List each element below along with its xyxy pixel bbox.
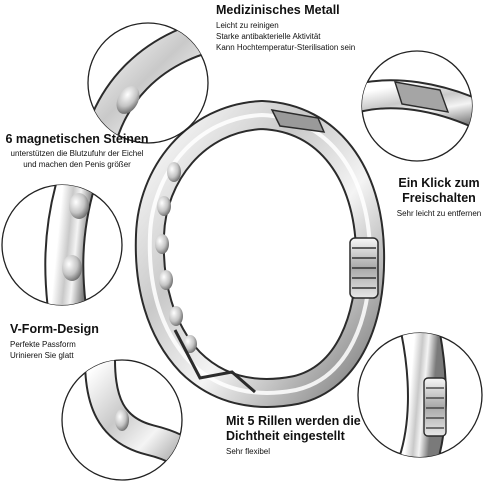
feature-metal-line-2: Starke antibakterielle Aktivität	[216, 32, 321, 41]
detail-circle-magnets	[1, 184, 123, 306]
detail-circle-vshape	[61, 359, 183, 481]
feature-metal-line-1: Leicht zu reinigen	[216, 21, 279, 30]
feature-ridges-title-1: Mit 5 Rillen werden die	[226, 414, 361, 428]
detail-circle-metal	[87, 22, 209, 144]
feature-clasp: Ein Klick zum Freischalten Sehr leicht z…	[378, 176, 500, 219]
feature-magnets-line-1: unterstützen die Blutzufuhr der Eichel	[10, 149, 144, 158]
feature-magnets-line-2: und machen den Penis größer	[23, 160, 131, 169]
feature-metal-line-3: Kann Hochtemperatur-Sterilisation sein	[216, 43, 356, 52]
feature-clasp-title-2: Freischalten	[402, 191, 476, 205]
feature-vshape-line-2: Urinieren Sie glatt	[10, 351, 74, 360]
feature-clasp-line-1: Sehr leicht zu entfernen	[396, 209, 482, 218]
detail-circle-ridges	[357, 332, 483, 458]
feature-vshape-title: V-Form-Design	[10, 322, 99, 336]
feature-magnets-title: 6 magnetischen Steinen	[5, 132, 149, 146]
feature-metal: Medizinisches Metall Leicht zu reinigen …	[216, 3, 355, 53]
feature-metal-title: Medizinisches Metall	[216, 3, 340, 17]
feature-ridges: Mit 5 Rillen werden die Dichtheit einges…	[226, 414, 361, 457]
feature-clasp-title-1: Ein Klick zum	[398, 176, 480, 190]
feature-ridges-line-1: Sehr flexibel	[226, 447, 271, 456]
feature-magnets: 6 magnetischen Steinen unterstützen die …	[2, 132, 152, 170]
ring-main	[134, 99, 386, 408]
feature-vshape: V-Form-Design Perfekte Passform Uriniere…	[10, 322, 99, 361]
feature-ridges-title-2: Dichtheit eingestellt	[226, 429, 345, 443]
feature-vshape-line-1: Perfekte Passform	[10, 340, 76, 349]
detail-circle-clasp	[361, 50, 473, 162]
